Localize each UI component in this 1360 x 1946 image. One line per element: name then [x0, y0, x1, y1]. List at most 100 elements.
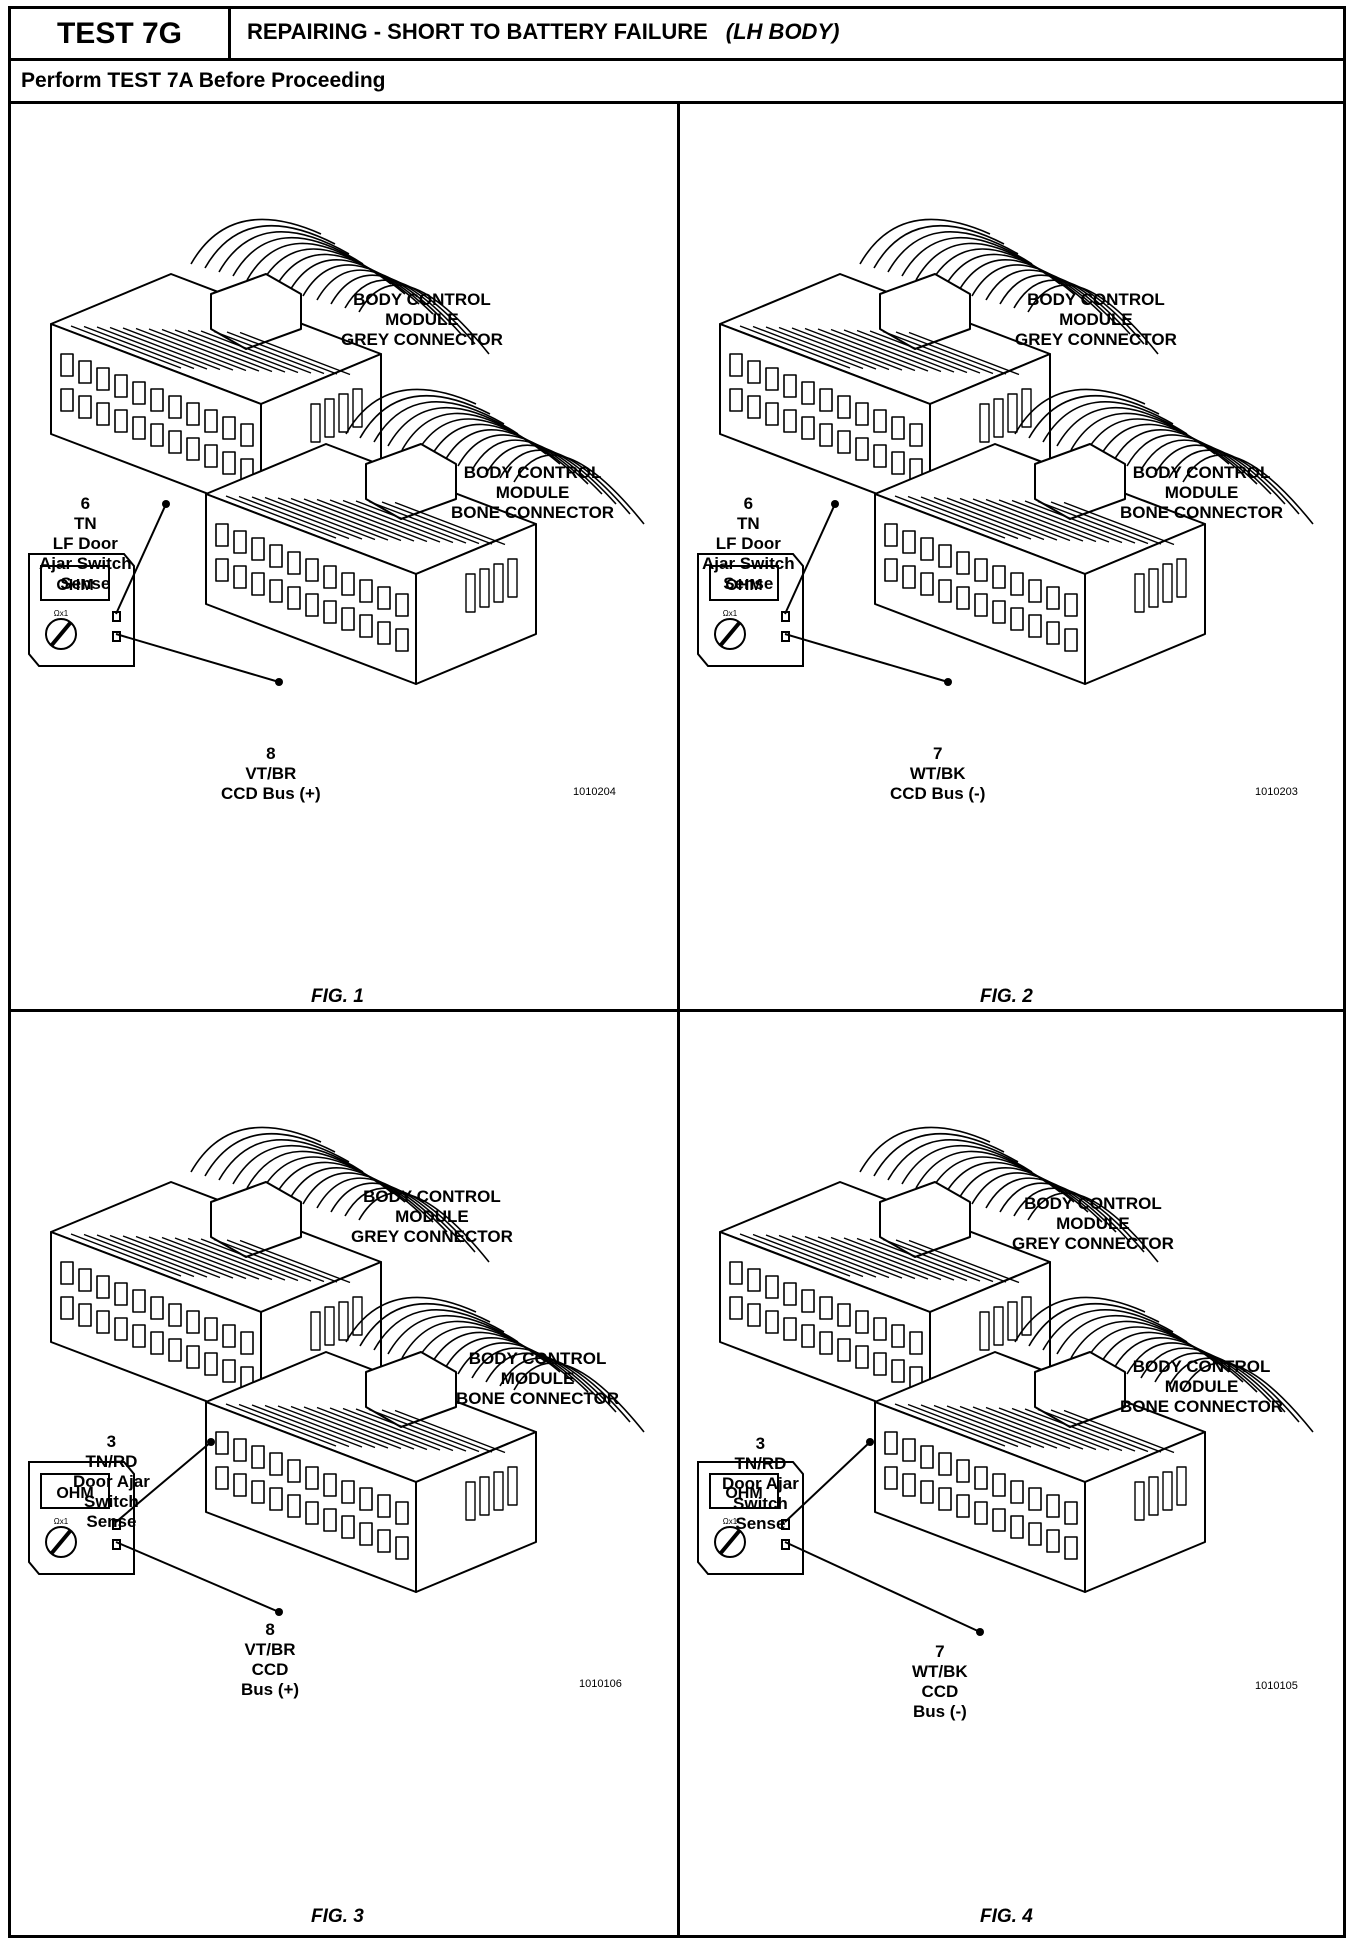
- probe-point-1: [831, 500, 839, 508]
- page-title: REPAIRING - SHORT TO BATTERY FAILURE (LH …: [247, 9, 839, 58]
- test-sheet: TEST 7G REPAIRING - SHORT TO BATTERY FAI…: [8, 6, 1346, 1938]
- probe-point-1: [162, 500, 170, 508]
- label-line: MODULE: [1059, 310, 1133, 329]
- figure-ref: 1010204: [573, 786, 616, 798]
- label-line: VT/BR: [244, 1640, 296, 1659]
- label-line: TN: [736, 514, 760, 533]
- label-line: 3: [106, 1432, 117, 1451]
- header-bar: TEST 7G REPAIRING - SHORT TO BATTERY FAI…: [11, 9, 1343, 61]
- test-lead-1: [115, 503, 167, 615]
- meter-display-text: OHM: [56, 577, 93, 594]
- label-line: MODULE: [1164, 483, 1239, 502]
- meter-display-text: OHM: [56, 1485, 93, 1502]
- label-line: Bus (+): [241, 1680, 300, 1699]
- label-line: Bus (-): [912, 1702, 967, 1721]
- label-line: MODULE: [495, 483, 570, 502]
- ohmmeter-icon: OHM Ωx1: [28, 553, 135, 667]
- meter-range-text: Ωx1: [723, 1517, 738, 1526]
- horizontal-divider: [11, 1009, 1343, 1012]
- grey-connector-drawing: [719, 218, 1159, 515]
- figure-4-diagram: OHM Ωx1: [697, 1126, 1314, 1636]
- label-line: 7: [935, 1642, 945, 1661]
- label-line: TN/RD: [85, 1452, 138, 1471]
- label-line: LF Door: [52, 534, 118, 553]
- bone-connector-drawing: [874, 388, 1314, 685]
- label-line: VT/BR: [245, 764, 297, 783]
- label-line: CCD Bus (-): [890, 784, 986, 803]
- figure-ref: 1010106: [579, 1678, 622, 1690]
- vertical-divider: [677, 104, 680, 1938]
- label-line: BODY CONTROL: [1132, 463, 1271, 482]
- grey-connector-drawing: [50, 1126, 490, 1423]
- test-lead-1: [784, 1441, 871, 1523]
- test-lead-1: [784, 503, 836, 615]
- label-line: BODY CONTROL: [353, 290, 491, 309]
- label-line: GREY CONNECTOR: [1012, 1234, 1174, 1253]
- test-lead-2: [784, 1541, 981, 1633]
- figure-caption: FIG. 4: [980, 1906, 1033, 1927]
- label-line: BODY CONTROL: [363, 1187, 501, 1206]
- label-line: WT/BK: [909, 764, 966, 783]
- probe-point-1: [207, 1438, 215, 1446]
- probe-point-2: [275, 678, 283, 686]
- test-lead-1: [115, 1441, 212, 1523]
- label-line: 3: [755, 1434, 766, 1453]
- label-line: MODULE: [395, 1207, 469, 1226]
- label-line: 7: [932, 744, 943, 763]
- bone-connector-drawing: [205, 1296, 645, 1593]
- ohmmeter-icon: OHM Ωx1: [697, 1461, 804, 1575]
- label-line: CCD Bus (+): [221, 784, 321, 803]
- label-line: GREY CONNECTOR: [341, 330, 503, 349]
- title-qualifier: (LH BODY): [725, 19, 840, 44]
- label-line: BONE CONNECTOR: [456, 1389, 620, 1408]
- meter-display-text: OHM: [725, 577, 762, 594]
- label-line: BODY CONTROL: [1027, 290, 1165, 309]
- label-line: Ajar Switch: [39, 554, 132, 573]
- label-line: MODULE: [500, 1369, 575, 1388]
- label-line: BONE CONNECTOR: [1120, 503, 1284, 522]
- figure-caption: FIG. 3: [311, 1906, 364, 1927]
- label-line: Sense: [735, 1514, 786, 1533]
- meter-display-text: OHM: [725, 1485, 762, 1502]
- label-line: GREY CONNECTOR: [1015, 330, 1177, 349]
- label-line: MODULE: [385, 310, 459, 329]
- figure-1-diagram: OHM Ωx1: [28, 218, 645, 686]
- label-line: Door Ajar: [722, 1474, 799, 1493]
- meter-range-text: Ωx1: [54, 609, 69, 618]
- bone-connector-drawing: [874, 1296, 1314, 1593]
- label-line: MODULE: [1164, 1377, 1239, 1396]
- label-line: Sense: [86, 1512, 137, 1531]
- label-line: BODY CONTROL: [1024, 1194, 1162, 1213]
- test-lead-2: [115, 1541, 280, 1613]
- label-line: TN/RD: [734, 1454, 787, 1473]
- label-line: Ajar Switch: [702, 554, 795, 573]
- label-line: 6: [743, 494, 754, 513]
- label-line: LF Door: [715, 534, 781, 553]
- label-line: GREY CONNECTOR: [351, 1227, 513, 1246]
- title-text: REPAIRING - SHORT TO BATTERY FAILURE: [247, 19, 708, 44]
- label-line: WT/BK: [912, 1662, 968, 1681]
- label-line: CCD: [921, 1682, 959, 1701]
- bone-connector-drawing: [205, 388, 645, 685]
- label-line: 6: [80, 494, 91, 513]
- subheader: Perform TEST 7A Before Proceeding: [11, 61, 1343, 104]
- label-line: Switch: [733, 1494, 788, 1513]
- label-line: BONE CONNECTOR: [451, 503, 615, 522]
- label-line: Sense: [60, 574, 111, 593]
